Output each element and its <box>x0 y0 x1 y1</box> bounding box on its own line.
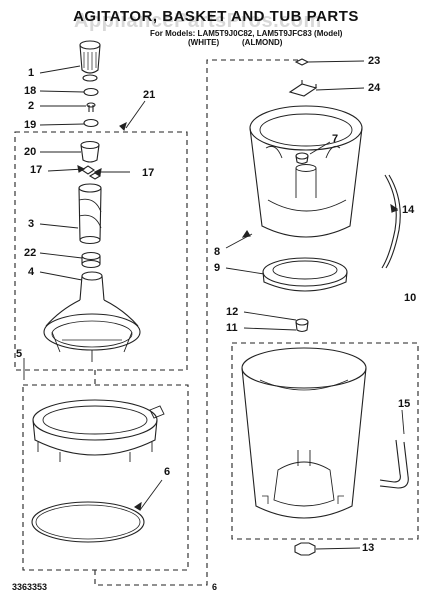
callout-23: 23 <box>368 55 381 67</box>
callout-3: 3 <box>28 218 35 230</box>
cam-dogs-part <box>81 165 102 180</box>
callout-14: 14 <box>402 204 415 216</box>
tub-seal-12-part <box>295 318 309 333</box>
auger-part <box>78 183 102 245</box>
callout-11: 11 <box>226 322 238 334</box>
callout-19: 19 <box>24 119 37 131</box>
callout-15: 15 <box>398 398 411 410</box>
callout-17-left: 17 <box>30 164 43 176</box>
bearing-part <box>81 251 101 269</box>
footer-page-number: 6 <box>212 582 218 592</box>
callout-5: 5 <box>16 348 23 360</box>
arrow-heads <box>77 121 399 511</box>
agitator-group-box <box>14 131 188 371</box>
connector-path <box>94 59 300 586</box>
bolt-part <box>86 102 96 112</box>
outer-tub-group-box <box>231 342 419 540</box>
agitator-base-part <box>43 271 141 362</box>
variant-white: (WHITE) <box>188 38 220 47</box>
tub-ring-part <box>32 399 165 462</box>
callout-9: 9 <box>214 262 221 274</box>
callout-17-right: 17 <box>142 167 155 179</box>
washer-part <box>83 118 99 128</box>
drain-hose-part <box>379 439 409 489</box>
leader-lines <box>23 60 405 550</box>
callout-12: 12 <box>226 306 239 318</box>
watermark: AppliancePartsPros.com <box>74 10 322 32</box>
callout-4: 4 <box>28 266 35 278</box>
callout-1: 1 <box>28 67 35 79</box>
tub-ring-group-box <box>22 384 189 571</box>
variant-almond: (ALMOND) <box>242 38 283 47</box>
callout-18: 18 <box>24 85 37 97</box>
callout-24: 24 <box>368 82 381 94</box>
callout-8: 8 <box>214 246 221 258</box>
callout-13: 13 <box>362 542 375 554</box>
callout-2: 2 <box>28 100 35 112</box>
spin-basket-part <box>249 105 363 238</box>
drive-cam-part <box>80 140 100 163</box>
outer-tub-part <box>241 347 367 519</box>
callout-7: 7 <box>332 133 339 145</box>
callout-20: 20 <box>24 146 37 158</box>
hose-part <box>381 174 401 269</box>
bracket-part <box>288 80 318 97</box>
callout-22: 22 <box>24 247 37 259</box>
hub-part <box>295 152 309 165</box>
tub-seal-part <box>31 501 145 543</box>
clip-ring-part <box>83 87 99 97</box>
callout-6: 6 <box>164 466 171 478</box>
footer-part-number: 3363353 <box>12 582 48 592</box>
model-line: For Models: LAM5T9J0C82, LAM5T9JFC83 (Mo… <box>150 29 343 38</box>
diagram-title: AGITATOR, BASKET AND TUB PARTS <box>73 8 359 25</box>
callout-21: 21 <box>143 89 156 101</box>
drive-ring-part <box>262 257 348 292</box>
tub-nut-part <box>294 542 316 556</box>
callout-10: 10 <box>404 292 417 304</box>
agitator-cap-part <box>79 40 101 82</box>
